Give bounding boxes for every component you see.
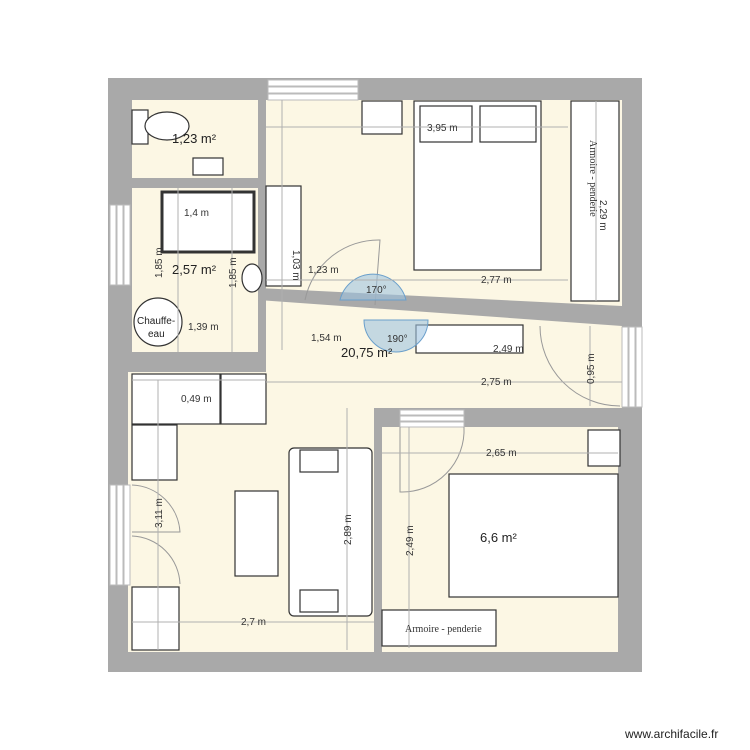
dim-3-11: 3,11 m <box>154 498 165 528</box>
desk <box>265 185 302 287</box>
dim-2-29: 2,29 m <box>597 200 608 231</box>
nightstand-2 <box>587 429 621 467</box>
dim-3-95: 3,95 m <box>427 123 458 134</box>
stove <box>220 373 267 425</box>
wardrobe-2 <box>381 609 497 647</box>
wardrobe-1 <box>570 100 620 302</box>
watermark[interactable]: www.archifacile.fr <box>625 727 719 741</box>
angle-170-label: 170° <box>366 285 387 296</box>
dim-1-23: 1,23 m <box>308 265 339 276</box>
cabinet <box>131 586 180 651</box>
window-left-entry <box>109 484 131 586</box>
dim-2-75: 2,75 m <box>481 377 512 388</box>
dim-2-89: 2,89 m <box>343 514 354 545</box>
wardrobe-2-label: Armoire - penderie <box>405 624 482 635</box>
shower <box>160 190 256 254</box>
dim-2-77: 2,77 m <box>481 275 512 286</box>
dim-1-4: 1,4 m <box>184 208 209 219</box>
wc-sink <box>192 157 224 176</box>
area-bathroom: 2,57 m² <box>172 262 217 277</box>
toilet-bowl <box>144 111 190 141</box>
water-heater-label-2: eau <box>148 329 165 340</box>
coffee-table <box>234 490 279 577</box>
dim-1-03: 1,03 m <box>290 250 301 281</box>
area-living: 20,75 m² <box>341 345 393 360</box>
door-swing <box>304 239 381 306</box>
window-top <box>267 79 359 101</box>
fridge <box>131 424 178 481</box>
dim-1-39: 1,39 m <box>188 322 219 333</box>
dim-1-54: 1,54 m <box>311 333 342 344</box>
nightstand <box>361 100 403 135</box>
sofa <box>288 447 373 617</box>
bed-2 <box>448 473 619 598</box>
area-bedroom2: 6,6 m² <box>480 530 518 545</box>
wardrobe-1-label: Armoire - penderie <box>587 140 598 217</box>
dim-2-7: 2,7 m <box>241 617 266 628</box>
dim-2-65: 2,65 m <box>486 448 517 459</box>
angle-190 <box>363 319 429 353</box>
dim-2-49b: 2,49 m <box>405 525 416 556</box>
dim-2-49a: 2,49 m <box>493 344 524 355</box>
area-wc: 1,23 m² <box>172 131 217 146</box>
bath-sink <box>241 263 263 293</box>
window-left-bath <box>109 204 131 286</box>
kitchen-sink <box>131 373 221 425</box>
dim-1-85a: 1,85 m <box>154 247 165 278</box>
window-bedroom2 <box>399 409 465 428</box>
water-heater-label-1: Chauffe- <box>137 316 175 327</box>
dim-0-49: 0,49 m <box>181 394 212 405</box>
dim-0-95: 0,95 m <box>586 353 597 384</box>
angle-190-label: 190° <box>387 334 408 345</box>
water-heater <box>133 297 183 347</box>
dim-1-85b: 1,85 m <box>228 257 239 288</box>
window-right <box>621 326 643 408</box>
angle-170 <box>339 273 407 301</box>
